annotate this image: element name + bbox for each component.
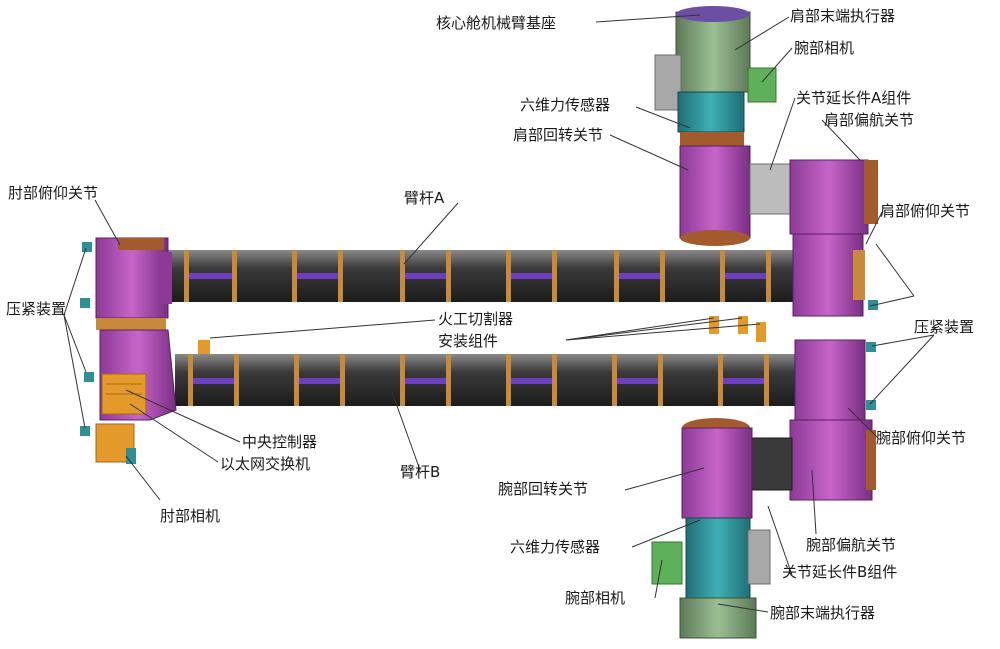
label-six-axis-sensor-top: 六维力传感器: [520, 96, 610, 114]
shoulder-roll-joint: [679, 132, 751, 246]
label-joint-extension-a: 关节延长件A组件: [796, 89, 911, 107]
boom-a: [168, 250, 793, 302]
label-elbow-pitch: 肘部俯仰关节: [8, 184, 98, 202]
shoulder-yaw-joint: [789, 159, 878, 235]
leader-lines: [63, 14, 935, 613]
label-elbow-camera: 肘部相机: [160, 507, 220, 525]
shoulder-side-box: [654, 54, 682, 111]
label-joint-extension-b: 关节延长件B组件: [782, 563, 897, 581]
label-wrist-pitch: 腕部俯仰关节: [876, 429, 966, 447]
clamp-left-set: [80, 242, 94, 436]
boom-b: [175, 354, 795, 406]
core-module-base: [675, 6, 751, 93]
label-wrist-camera-bottom: 腕部相机: [565, 589, 625, 607]
label-six-axis-sensor-bottom: 六维力传感器: [510, 538, 600, 556]
wrist-end-effector: [679, 597, 757, 639]
wrist-pitch-joint: [794, 339, 866, 421]
label-boom-b: 臂杆B: [400, 463, 440, 481]
label-clamp-left: 压紧装置: [6, 300, 66, 318]
label-shoulder-pitch: 肩部俯仰关节: [880, 202, 970, 220]
elbow-camera: [95, 423, 136, 464]
label-wrist-roll: 腕部回转关节: [498, 480, 588, 498]
wrist-side-box: [747, 529, 771, 585]
label-wrist-camera-top: 腕部相机: [794, 39, 854, 57]
label-mount-assembly: 安装组件: [438, 332, 498, 350]
label-central-controller: 中央控制器: [242, 433, 317, 451]
label-wrist-end-effector: 腕部末端执行器: [770, 604, 875, 622]
central-controller: [101, 373, 147, 415]
wrist-roll-joint: [681, 418, 753, 519]
joint-extension-b: [751, 437, 793, 491]
shoulder-pitch-joint: [792, 233, 865, 317]
label-wrist-yaw: 腕部偏航关节: [806, 536, 896, 554]
label-boom-a: 臂杆A: [404, 189, 445, 207]
clamp-right-set: [866, 300, 878, 410]
wrist-camera-bottom: [651, 541, 683, 585]
wrist-camera-top: [747, 67, 777, 103]
elbow-pitch-joint: [95, 237, 172, 330]
label-clamp-right: 压紧装置: [914, 318, 974, 336]
six-axis-sensor-bottom: [685, 517, 751, 599]
label-core-module-base: 核心舱机械臂基座: [436, 14, 556, 32]
six-axis-sensor-top: [677, 91, 745, 133]
label-pyro-cutter: 火工切割器: [438, 310, 513, 328]
joint-extension-a: [749, 163, 791, 215]
label-shoulder-yaw: 肩部偏航关节: [824, 111, 914, 129]
wrist-yaw-joint: [789, 419, 876, 501]
label-ethernet-switch: 以太网交换机: [220, 455, 310, 473]
label-shoulder-end-effector: 肩部末端执行器: [790, 7, 895, 25]
label-shoulder-roll: 肩部回转关节: [513, 126, 603, 144]
